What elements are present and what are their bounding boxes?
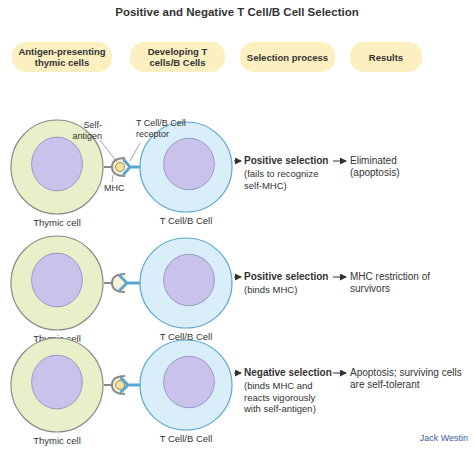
part-label: T Cell/B Cell receptor: [136, 118, 206, 140]
cell-label: Thymic cell: [0, 217, 124, 228]
header-text: Developing T cells/B Cells: [136, 46, 219, 68]
cell-outline: [10, 235, 104, 331]
cell-nucleus: [164, 356, 215, 408]
part-label: MHC: [104, 183, 134, 194]
selection-note: (fails to recognize self-MHC): [244, 168, 332, 191]
selection-name: Negative selection: [244, 367, 336, 379]
selection-note: (binds MHC and reacts vigorously with se…: [244, 380, 332, 415]
cell-membrane: [11, 120, 103, 214]
header-text: Selection process: [247, 52, 328, 63]
cell-membrane: [140, 238, 232, 328]
cell-outline: [10, 337, 104, 433]
lymphocyte-cell: T Cell/B Cell: [139, 237, 233, 329]
mhc-antigen-complex: [104, 376, 139, 394]
column-header: Developing T cells/B Cells: [130, 42, 225, 72]
result-text: Eliminated (apoptosis): [350, 155, 412, 179]
part-label: Self-antigen: [58, 120, 102, 142]
mhc-receptor-complex: [104, 274, 139, 292]
column-header: Antigen-presenting thymic cells: [12, 42, 112, 72]
mhc-antigen-complex: [100, 140, 140, 182]
selection-name: Positive selection: [244, 155, 336, 167]
column-header: Selection process: [240, 42, 335, 72]
diagram-title: Positive and Negative T Cell/B Cell Sele…: [0, 6, 474, 18]
cell-membrane: [11, 338, 103, 432]
cell-label: Thymic cell: [0, 435, 124, 446]
thymic-cell: Thymic cell: [10, 337, 104, 433]
cell-label: T Cell/B Cell: [119, 215, 253, 226]
cell-membrane: [140, 340, 232, 430]
flow-arrow: [234, 161, 346, 373]
column-header: Results: [350, 42, 422, 72]
result-text: MHC restriction of survivors: [350, 271, 438, 295]
cell-nucleus: [164, 254, 215, 306]
cell-label: T Cell/B Cell: [119, 433, 253, 444]
header-text: Antigen-presenting thymic cells: [18, 46, 106, 68]
selection-note: (binds MHC): [244, 284, 332, 296]
cell-nucleus: [32, 253, 83, 307]
cell-nucleus: [32, 137, 83, 191]
cell-outline: [139, 339, 233, 431]
cell-outline: [139, 237, 233, 329]
cell-nucleus: [32, 355, 83, 409]
result-text: Apoptosis; surviving cells are self-tole…: [350, 367, 468, 391]
header-text: Results: [369, 52, 403, 63]
lymphocyte-cell: T Cell/B Cell: [139, 339, 233, 431]
watermark: Jack Westin: [380, 433, 468, 444]
cell-nucleus: [164, 138, 215, 190]
selection-name: Positive selection: [244, 271, 336, 283]
thymic-cell: Thymic cell: [10, 235, 104, 331]
cell-membrane: [11, 236, 103, 330]
